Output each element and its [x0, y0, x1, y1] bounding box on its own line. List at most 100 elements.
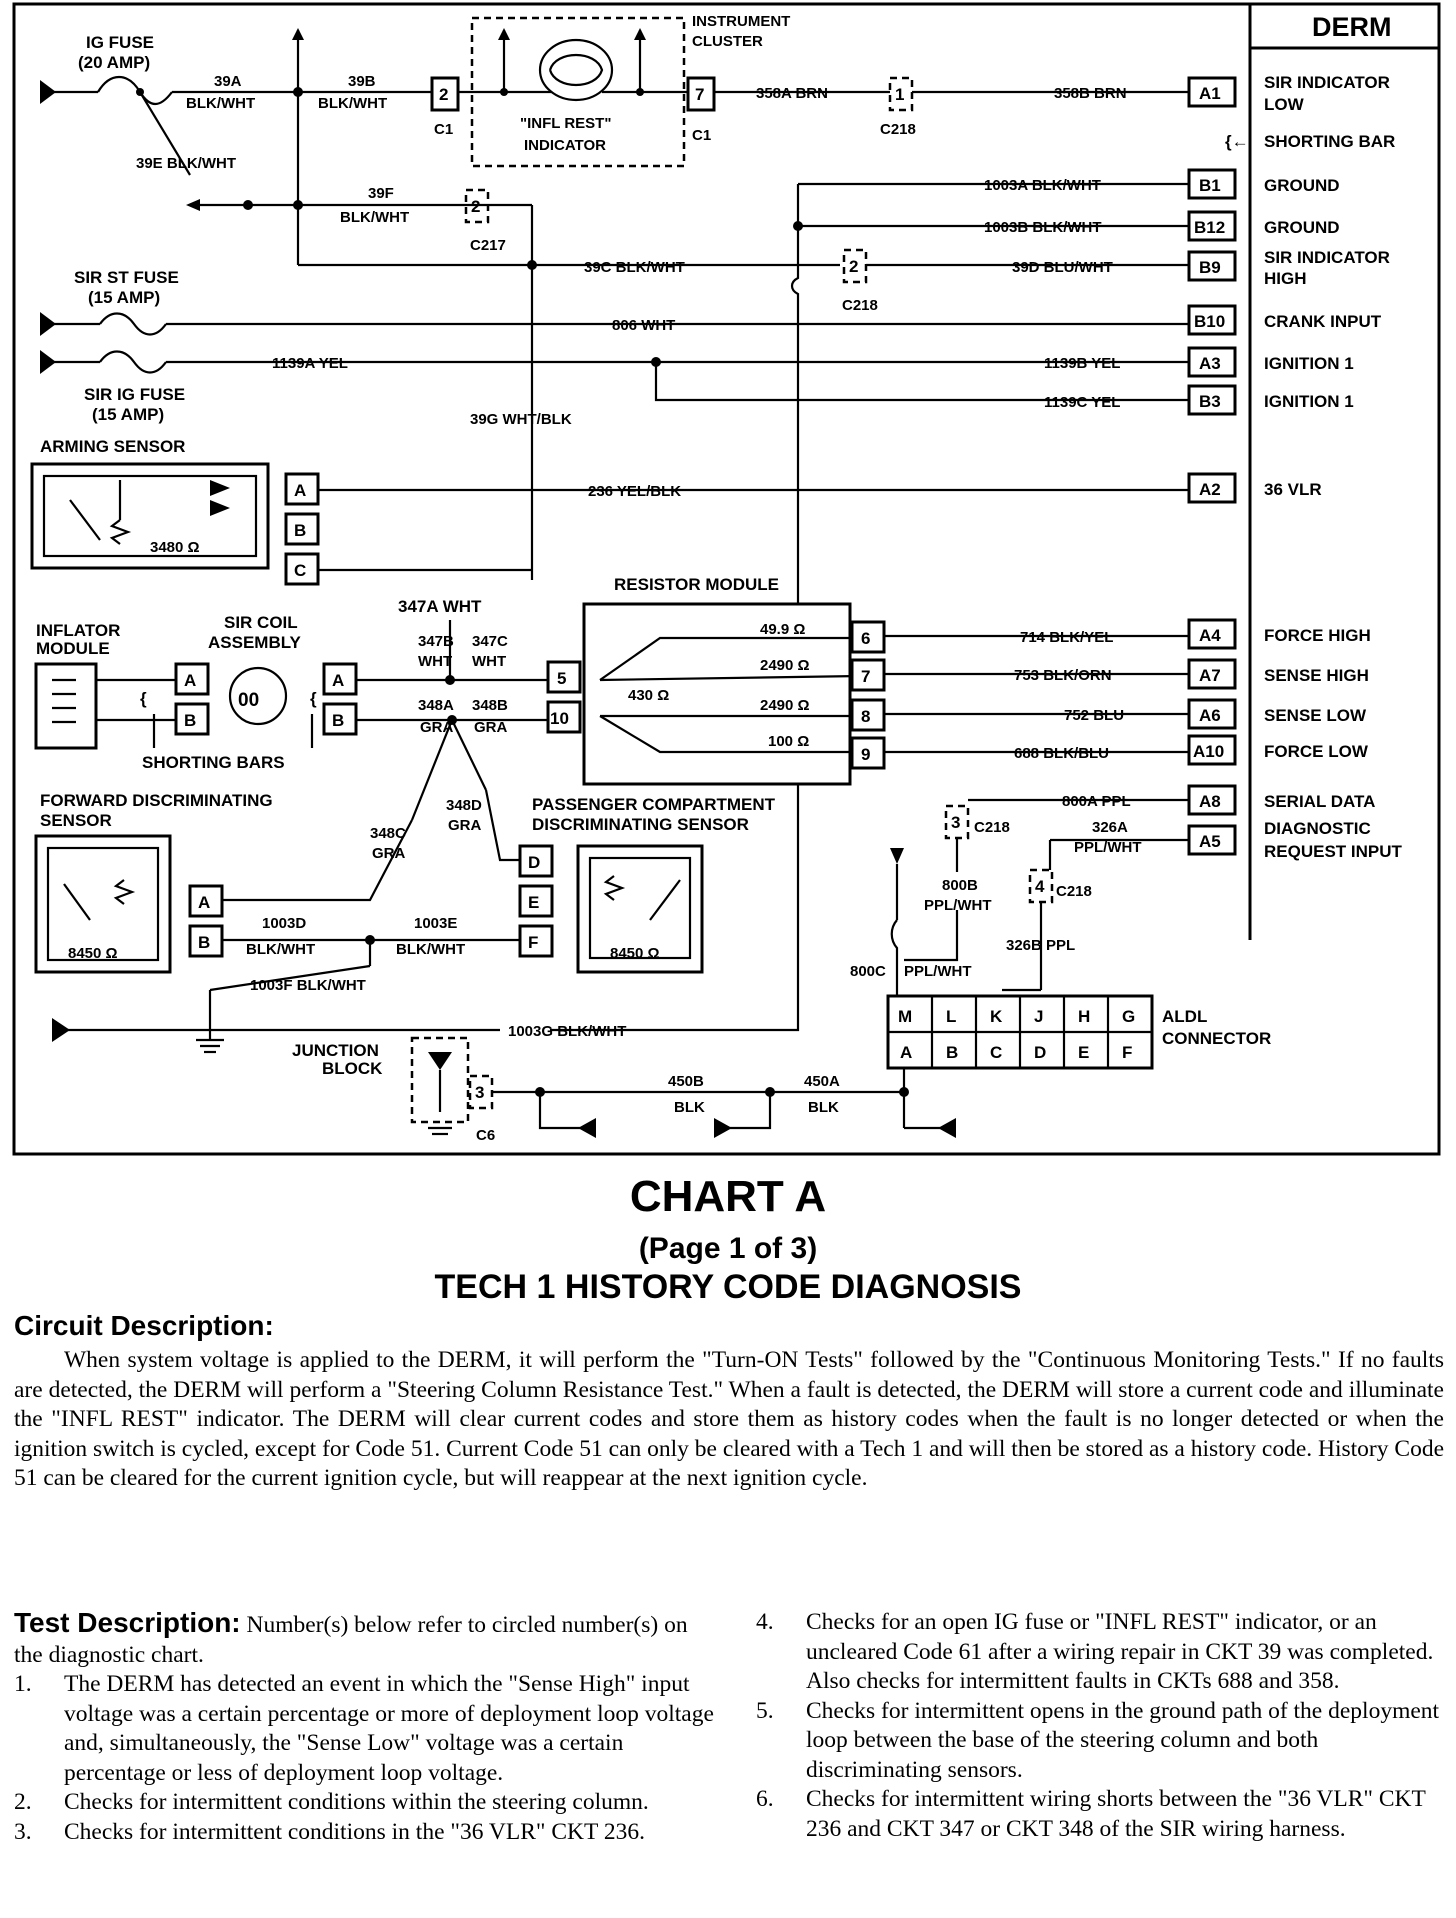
svg-text:C218: C218 — [974, 819, 1010, 836]
svg-text:H: H — [1078, 1007, 1090, 1026]
svg-text:752 BLU: 752 BLU — [1064, 707, 1124, 724]
svg-text:A7: A7 — [1199, 666, 1221, 685]
test-item-3: 3.Checks for intermittent conditions in … — [14, 1818, 645, 1845]
derm-pin-b12: B12 GROUND — [1187, 210, 1340, 242]
svg-text:J: J — [1034, 1007, 1043, 1026]
svg-text:C218: C218 — [842, 297, 878, 314]
svg-text:SENSE HIGH: SENSE HIGH — [1264, 666, 1369, 685]
svg-text:PASSENGER COMPARTMENT: PASSENGER COMPARTMENT — [532, 795, 776, 814]
svg-text:B: B — [294, 521, 306, 540]
derm-pin-a6: A6 SENSE LOW — [1187, 698, 1367, 730]
svg-text:348A: 348A — [418, 697, 454, 714]
svg-text:B3: B3 — [1199, 392, 1221, 411]
svg-text:FORCE HIGH: FORCE HIGH — [1264, 626, 1371, 645]
svg-text:IGNITION 1: IGNITION 1 — [1264, 354, 1354, 373]
derm-pin-a7: A7 SENSE HIGH — [1187, 658, 1369, 690]
svg-text:SIR INDICATOR: SIR INDICATOR — [1264, 73, 1390, 92]
svg-text:C1: C1 — [434, 121, 453, 138]
diagram-border — [12, 2, 1441, 1156]
svg-text:D: D — [528, 853, 540, 872]
svg-text:39B: 39B — [348, 73, 376, 90]
svg-text:348C: 348C — [370, 825, 406, 842]
derm-pin-a8: A8 SERIAL DATA — [1187, 784, 1375, 816]
svg-text:358A BRN: 358A BRN — [756, 85, 828, 102]
svg-text:BLK/WHT: BLK/WHT — [340, 209, 409, 226]
svg-text:SENSE LOW: SENSE LOW — [1264, 706, 1367, 725]
svg-text:3480 Ω: 3480 Ω — [150, 539, 200, 556]
chart-page: (Page 1 of 3) — [638, 1232, 818, 1265]
svg-text:39C BLK/WHT: 39C BLK/WHT — [584, 259, 685, 276]
svg-text:GROUND: GROUND — [1264, 218, 1340, 237]
svg-text:B9: B9 — [1199, 258, 1221, 277]
svg-text:HIGH: HIGH — [1264, 269, 1307, 288]
svg-text:3: 3 — [475, 1083, 484, 1102]
svg-text:(15 AMP): (15 AMP) — [92, 405, 164, 424]
svg-text:5: 5 — [557, 669, 566, 688]
svg-text:688 BLK/BLU: 688 BLK/BLU — [1014, 745, 1109, 762]
svg-text:IGNITION 1: IGNITION 1 — [1264, 392, 1354, 411]
sir-st-fuse: SIR ST FUSE(15 AMP) — [40, 268, 179, 336]
svg-text:F: F — [1122, 1043, 1132, 1062]
svg-text:{: { — [140, 689, 147, 708]
svg-text:F: F — [528, 933, 538, 952]
resistor-module: RESISTOR MODULE 49.9 Ω 2490 Ω 2490 Ω 100… — [582, 575, 861, 786]
svg-text:B: B — [198, 933, 210, 952]
svg-text:1: 1 — [895, 85, 904, 104]
svg-text:B12: B12 — [1194, 218, 1225, 237]
svg-text:PPL/WHT: PPL/WHT — [904, 963, 972, 980]
svg-text:A8: A8 — [1199, 792, 1221, 811]
derm-pin-a3: A3 IGNITION 1 — [1187, 346, 1354, 378]
svg-text:800A PPL: 800A PPL — [1062, 793, 1131, 810]
svg-text:IG FUSE: IG FUSE — [86, 33, 154, 52]
svg-text:SENSOR: SENSOR — [40, 811, 112, 830]
svg-text:39E BLK/WHT: 39E BLK/WHT — [136, 155, 236, 172]
derm-pin-b1: B1 GROUND — [1187, 168, 1340, 200]
svg-text:C217: C217 — [470, 237, 506, 254]
arming-sensor: ARMING SENSOR 3480 Ω — [30, 437, 270, 570]
svg-text:A2: A2 — [1199, 480, 1221, 499]
svg-text:RESISTOR MODULE: RESISTOR MODULE — [614, 575, 779, 594]
test-item-4: 4.Checks for an open IG fuse or "INFL RE… — [756, 1609, 1434, 1694]
svg-text:INFLATOR: INFLATOR — [36, 621, 120, 640]
test-item-6: 6.Checks for intermittent wiring shorts … — [756, 1786, 1426, 1842]
svg-text:36 VLR: 36 VLR — [1264, 480, 1322, 499]
svg-text:6: 6 — [861, 629, 870, 648]
svg-text:4: 4 — [1035, 877, 1045, 896]
svg-text:(20 AMP): (20 AMP) — [78, 53, 150, 72]
svg-text:PPL/WHT: PPL/WHT — [924, 897, 992, 914]
svg-text:{: { — [310, 689, 317, 708]
derm-title: DERM — [1312, 12, 1392, 42]
svg-text:INDICATOR: INDICATOR — [524, 137, 606, 154]
svg-text:450A: 450A — [804, 1073, 840, 1090]
svg-text:B1: B1 — [1199, 176, 1221, 195]
test-description-intro-text: Number(s) below refer to circled number(… — [14, 1612, 688, 1668]
svg-text:GRA: GRA — [448, 817, 482, 834]
svg-text:G: G — [1122, 1007, 1135, 1026]
svg-text:348B: 348B — [472, 697, 508, 714]
svg-text:A: A — [332, 671, 344, 690]
svg-text:A10: A10 — [1193, 742, 1224, 761]
svg-text:B: B — [184, 711, 196, 730]
svg-text:{←: {← — [1225, 132, 1249, 151]
svg-text:"INFL REST": "INFL REST" — [520, 115, 611, 132]
svg-text:714 BLK/YEL: 714 BLK/YEL — [1020, 629, 1113, 646]
svg-text:326A: 326A — [1092, 819, 1128, 836]
svg-text:ALDL: ALDL — [1162, 1007, 1207, 1026]
svg-text:100 Ω: 100 Ω — [768, 733, 809, 750]
svg-text:(15 AMP): (15 AMP) — [88, 288, 160, 307]
svg-text:DISCRIMINATING SENSOR: DISCRIMINATING SENSOR — [532, 815, 749, 834]
svg-text:49.9 Ω: 49.9 Ω — [760, 621, 805, 638]
sir-ig-fuse: SIR IG FUSE(15 AMP) — [40, 350, 185, 424]
derm-pin-b10: B10 CRANK INPUT — [1187, 304, 1382, 336]
svg-text:A: A — [294, 481, 306, 500]
svg-text:806 WHT: 806 WHT — [612, 317, 675, 334]
svg-text:SIR IG FUSE: SIR IG FUSE — [84, 385, 185, 404]
derm-pin-a10: A10 FORCE LOW — [1187, 734, 1369, 766]
svg-text:1003E: 1003E — [414, 915, 457, 932]
